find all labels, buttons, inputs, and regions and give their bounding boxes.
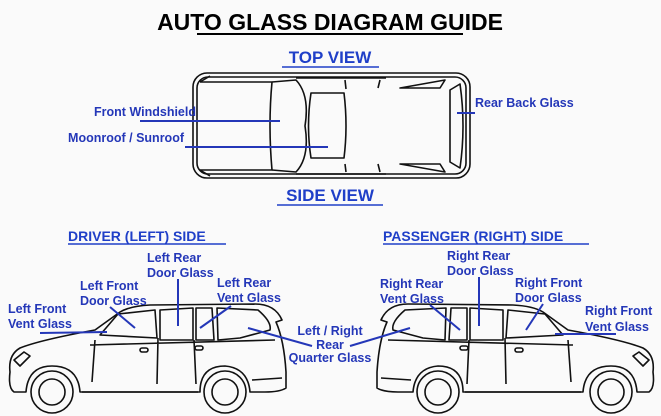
moonroof-label: Moonroof / Sunroof xyxy=(68,131,185,145)
left-rear-vent-leader xyxy=(199,305,232,329)
side-view-heading: SIDE VIEW xyxy=(286,186,375,205)
left-rear-door-label-2: Door Glass xyxy=(147,266,214,280)
left-front-door-leader xyxy=(109,306,136,329)
rear-back-glass-label: Rear Back Glass xyxy=(475,96,574,110)
right-front-door-label-1: Right Front xyxy=(515,276,583,290)
top-view-car xyxy=(192,72,471,179)
left-front-vent-label-2: Vent Glass xyxy=(8,317,72,331)
right-rear-door-label-2: Door Glass xyxy=(447,264,514,278)
left-rear-door-label-1: Left Rear xyxy=(147,251,201,265)
quarter-glass-label-3: Quarter Glass xyxy=(289,351,372,365)
right-front-vent-label-1: Right Front xyxy=(585,304,653,318)
right-front-vent-label-2: Vent Glass xyxy=(585,320,649,334)
right-front-door-leader xyxy=(525,303,544,331)
front-windshield-label: Front Windshield xyxy=(94,105,196,119)
right-rear-door-label-1: Right Rear xyxy=(447,249,510,263)
left-front-door-label-2: Door Glass xyxy=(80,294,147,308)
top-view-heading: TOP VIEW xyxy=(289,48,372,67)
right-rear-vent-label-1: Right Rear xyxy=(380,277,443,291)
left-front-vent-label-1: Left Front xyxy=(8,302,67,316)
page-title: AUTO GLASS DIAGRAM GUIDE xyxy=(157,9,503,35)
driver-side-heading: DRIVER (LEFT) SIDE xyxy=(68,228,206,244)
passenger-side-heading: PASSENGER (RIGHT) SIDE xyxy=(383,228,563,244)
left-front-door-label-1: Left Front xyxy=(80,279,139,293)
right-rear-vent-leader xyxy=(429,304,461,331)
left-rear-vent-label-2: Vent Glass xyxy=(217,291,281,305)
right-front-door-label-2: Door Glass xyxy=(515,291,582,305)
quarter-glass-label-2: Rear xyxy=(316,338,344,352)
right-rear-vent-label-2: Vent Glass xyxy=(380,292,444,306)
left-quarter-glass-leader xyxy=(247,327,313,347)
left-front-vent-leader xyxy=(39,331,108,334)
right-quarter-glass-leader xyxy=(349,327,411,347)
left-rear-vent-label-1: Left Rear xyxy=(217,276,271,290)
quarter-glass-label-1: Left / Right xyxy=(297,324,363,338)
